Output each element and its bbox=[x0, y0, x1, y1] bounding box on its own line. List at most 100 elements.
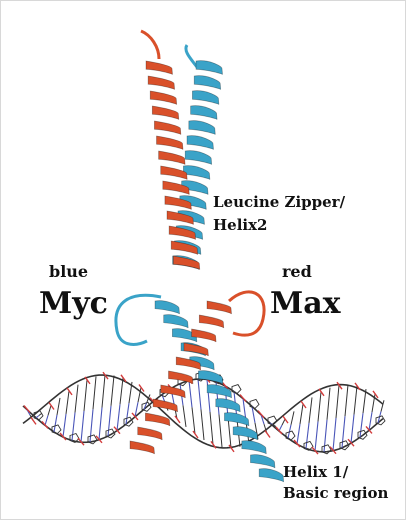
dna-base-pair bbox=[111, 376, 114, 406]
helix-turn bbox=[198, 371, 223, 384]
myc-n-tail bbox=[186, 45, 197, 67]
helix-turn bbox=[154, 121, 181, 135]
helix-turn bbox=[259, 469, 284, 482]
helix-turn bbox=[148, 76, 175, 90]
dna-base-pair bbox=[66, 391, 69, 414]
dna-base-pair bbox=[282, 419, 285, 425]
helix-turn bbox=[207, 385, 232, 398]
helix-turn bbox=[199, 315, 224, 328]
helix-turn bbox=[191, 106, 218, 120]
leucine-zipper-label-line2: Helix2 bbox=[213, 214, 345, 237]
dna-phosphate bbox=[24, 406, 30, 413]
helix-turn bbox=[169, 371, 194, 384]
dna-double-helix bbox=[23, 372, 385, 454]
helix-turn bbox=[152, 106, 179, 120]
dna-base-pair bbox=[297, 424, 300, 444]
helix-turn bbox=[242, 441, 266, 454]
dna-phosphate bbox=[67, 388, 72, 395]
helix-turn bbox=[233, 427, 258, 440]
helix-turn bbox=[185, 151, 212, 165]
dna-phosphate bbox=[319, 389, 324, 396]
dna-backbone-strand bbox=[23, 375, 383, 448]
dna-phosphate bbox=[337, 382, 342, 389]
helix-turn bbox=[150, 91, 177, 105]
dna-sugar-ring bbox=[232, 385, 241, 394]
dna-base-pair bbox=[306, 423, 309, 449]
myc-protein-label: Myc bbox=[39, 289, 108, 319]
helix-turn bbox=[194, 76, 221, 90]
dna-base-pair bbox=[72, 413, 75, 441]
dna-base-pair bbox=[345, 385, 348, 417]
dna-base-pair bbox=[117, 404, 120, 430]
helix-turn bbox=[138, 427, 163, 440]
dna-base-pair bbox=[93, 377, 96, 410]
helix-turn bbox=[164, 315, 189, 328]
helix-turn bbox=[146, 61, 173, 75]
dna-base-pair bbox=[108, 406, 111, 436]
dna-base-pair bbox=[75, 385, 78, 413]
helix-turn bbox=[157, 136, 184, 150]
dna-base-pair bbox=[54, 415, 57, 432]
helix-turn bbox=[250, 455, 275, 468]
dna-base-pair bbox=[219, 415, 222, 448]
dna-phosphate bbox=[301, 401, 306, 408]
dna-base-pair bbox=[102, 375, 105, 407]
dna-base-pair bbox=[36, 416, 39, 418]
dna-base-pair bbox=[201, 410, 204, 441]
myc-helix bbox=[116, 45, 284, 482]
dna-phosphate bbox=[229, 445, 234, 452]
helix-turn bbox=[130, 441, 155, 454]
helix-turn bbox=[189, 121, 216, 135]
dna-phosphate bbox=[211, 441, 216, 448]
blue-color-label: blue bbox=[49, 264, 88, 280]
dna-base-pair bbox=[183, 405, 186, 427]
dna-base-pair bbox=[45, 415, 48, 425]
dna-base-pair bbox=[336, 385, 339, 418]
dna-base-pair bbox=[210, 412, 213, 444]
basic-region-label-line2: Basic region bbox=[283, 483, 388, 504]
dna-base-pair bbox=[309, 397, 312, 423]
max-n-tail bbox=[141, 31, 159, 59]
dna-base-pair bbox=[327, 388, 330, 420]
dna-base-pair bbox=[291, 411, 294, 424]
helix-turn bbox=[216, 399, 241, 412]
dna-base-pair bbox=[381, 400, 384, 411]
basic-region-label-line1: Helix 1/ bbox=[283, 462, 388, 483]
helix-turn bbox=[187, 136, 214, 150]
dna-base-pair bbox=[300, 404, 303, 424]
red-color-label: red bbox=[282, 264, 312, 280]
helix-turn bbox=[196, 61, 223, 75]
dna-base-pair bbox=[198, 379, 201, 409]
helix-turn bbox=[207, 301, 232, 314]
max-loop bbox=[229, 292, 264, 335]
dna-phosphate bbox=[258, 411, 264, 418]
dna-base-pair bbox=[318, 392, 321, 422]
dna-base-pair bbox=[63, 414, 66, 437]
dna-base-pair bbox=[90, 409, 93, 442]
basic-region-label: Helix 1/ Basic region bbox=[283, 462, 388, 504]
dna-base-pair bbox=[363, 389, 366, 413]
dna-base-pair bbox=[192, 407, 195, 434]
dna-base-pair bbox=[360, 413, 363, 437]
dna-phosphate bbox=[265, 431, 270, 438]
dna-base-pair bbox=[57, 398, 60, 415]
helix-turn bbox=[171, 241, 198, 255]
dna-base-pair bbox=[99, 408, 102, 440]
dna-base-pair bbox=[342, 416, 345, 448]
leucine-zipper-label-line1: Leucine Zipper/ bbox=[213, 191, 345, 214]
helix-turn bbox=[192, 91, 219, 105]
dna-phosphate bbox=[175, 416, 180, 423]
helix-turn bbox=[159, 151, 186, 165]
dna-base-pair bbox=[324, 420, 327, 452]
dna-base-pair bbox=[48, 406, 51, 416]
dna-base-pair bbox=[120, 378, 123, 405]
helix-turn bbox=[173, 256, 200, 270]
max-protein-label: Max bbox=[270, 289, 341, 319]
dna-sugar-ring bbox=[286, 431, 295, 440]
dna-base-pair bbox=[126, 403, 129, 424]
dna-base-pair bbox=[351, 415, 354, 444]
dna-phosphate bbox=[42, 421, 48, 428]
dna-base-pair bbox=[315, 421, 318, 451]
